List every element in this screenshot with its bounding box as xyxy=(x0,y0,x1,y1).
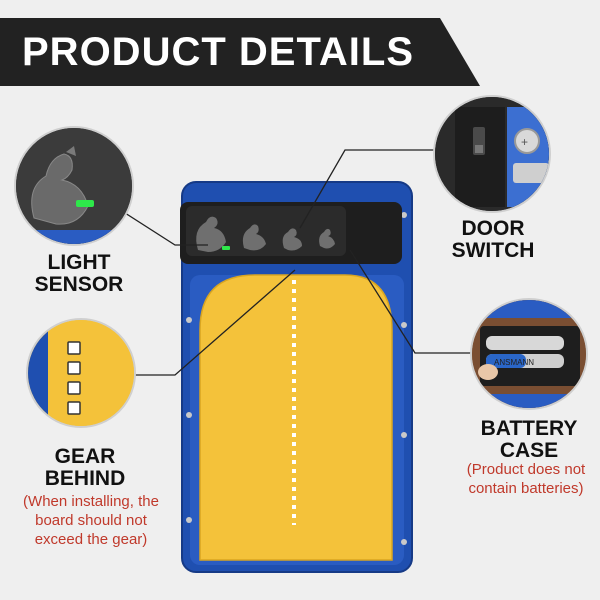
light-sensor-label: LIGHT SENSOR xyxy=(14,252,144,296)
gear-note-line1: (When installing, the xyxy=(23,493,159,510)
light-sensor-label-line2: SENSOR xyxy=(34,273,124,296)
chicken-icon xyxy=(16,128,132,244)
gear-label: GEAR BEHIND xyxy=(20,446,150,490)
battery-case-closeup: ANSMANN xyxy=(470,298,588,410)
door-switch-closeup: + xyxy=(433,95,551,213)
battery-icon: ANSMANN xyxy=(472,300,586,408)
battery-case-label-line2: CASE xyxy=(499,439,559,462)
gear-icon xyxy=(28,320,134,426)
battery-note-line1: (Product does not xyxy=(466,461,586,478)
battery-note-line2: contain batteries) xyxy=(468,480,584,497)
gear-note-line3: exceed the gear) xyxy=(34,531,148,548)
light-sensor-led xyxy=(222,246,230,250)
switch-icon: + xyxy=(435,97,549,211)
gear-closeup xyxy=(26,318,136,428)
chicken-icons xyxy=(196,216,335,252)
door-product xyxy=(180,181,413,573)
gear-label-line2: BEHIND xyxy=(44,467,126,490)
gear-note-line2: board should not xyxy=(35,512,147,529)
gear-note: (When installing, the board should not e… xyxy=(2,492,180,549)
battery-case-label: BATTERY CASE xyxy=(470,418,588,462)
svg-text:+: + xyxy=(521,135,528,149)
door-switch-label-line1: DOOR xyxy=(461,217,525,240)
page-title: PRODUCT DETAILS xyxy=(22,29,415,74)
door-switch-label: DOOR SWITCH xyxy=(438,218,548,262)
title-banner: PRODUCT DETAILS xyxy=(0,18,480,86)
battery-case-label-line1: BATTERY xyxy=(480,417,578,440)
light-sensor-label-line1: LIGHT xyxy=(47,251,111,274)
gear-label-line1: GEAR xyxy=(54,445,116,468)
battery-note: (Product does not contain batteries) xyxy=(452,460,600,498)
battery-print: ANSMANN xyxy=(494,358,534,367)
door-switch-label-line2: SWITCH xyxy=(451,239,535,262)
light-sensor-closeup xyxy=(14,126,134,246)
